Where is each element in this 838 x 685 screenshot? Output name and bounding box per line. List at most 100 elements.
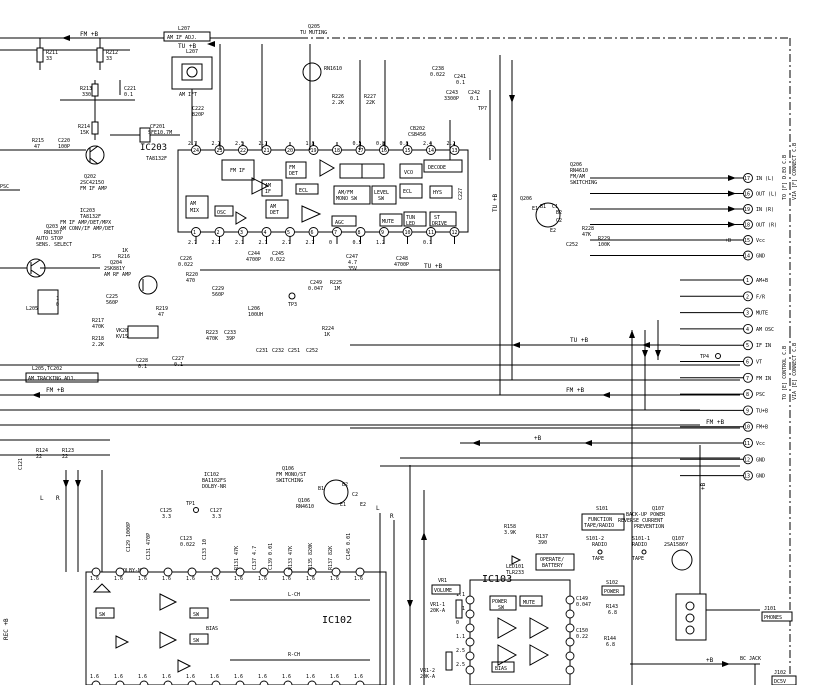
svg-text:35V: 35V <box>348 266 357 272</box>
svg-text:L: L <box>376 505 380 512</box>
svg-text:L207: L207 <box>186 49 198 55</box>
q203-transistor: Q203 RN1307 AUTO STOP SENS. SELECT PSC <box>0 184 100 278</box>
connector-e-pin-number: 4 <box>746 327 749 333</box>
cf201-label: CF201 <box>150 124 165 130</box>
connector-f-pin-name: IN (L) <box>756 176 774 182</box>
svg-text:SW: SW <box>378 196 385 202</box>
svg-text:R211: R211 <box>46 50 58 56</box>
connector-f-pin <box>743 235 753 245</box>
svg-text:HYS: HYS <box>433 190 442 196</box>
ic203-pin-number: 11 <box>428 230 434 236</box>
ic203-pin <box>214 227 225 237</box>
svg-text:R: R <box>56 495 60 502</box>
ic102-pin-voltage: 1.6 <box>90 674 99 680</box>
ic102-pin-voltage: 1.6 <box>138 674 147 680</box>
ic203-pin-number: 3 <box>240 230 243 236</box>
svg-text:R212: R212 <box>106 50 118 56</box>
svg-text:22K: 22K <box>366 100 375 106</box>
ic103-pin <box>465 623 475 633</box>
svg-text:C1: C1 <box>552 204 558 210</box>
svg-text:47: 47 <box>34 144 40 150</box>
svg-text:R225: R225 <box>330 280 342 286</box>
connector-e-pin-number: 5 <box>746 343 749 349</box>
connector-e-pin <box>743 372 753 383</box>
svg-text:IC102: IC102 <box>322 615 352 626</box>
ic102-pin-voltage: 1.6 <box>258 674 267 680</box>
ic203-block: IC203 TA8132F FM IF AM MIX OSC AM IF AM … <box>140 143 469 233</box>
svg-text:1M: 1M <box>334 286 340 292</box>
fm-b-rails: FM +B FM +B FM +B +B R124 22 R123 22 <box>0 364 740 467</box>
svg-text:LED: LED <box>406 221 415 227</box>
svg-text:C150: C150 <box>576 628 588 634</box>
ic102-pin-voltage: 1.6 <box>210 576 219 582</box>
am-if-adj-label: AM IF ADJ. <box>167 35 197 41</box>
svg-text:Q106: Q106 <box>298 498 310 504</box>
svg-text:OSC: OSC <box>217 210 226 216</box>
svg-text:TA8132F: TA8132F <box>80 214 101 220</box>
ic102-pin-voltage: 1.6 <box>186 674 195 680</box>
arrow-icon <box>728 221 736 228</box>
ic103-pins: 1.11.101.12.52.5 <box>456 592 575 675</box>
ic103-pin <box>465 609 475 619</box>
svg-text:470K: 470K <box>206 336 218 342</box>
svg-text:3.3: 3.3 <box>162 514 171 520</box>
ic102-pin <box>235 567 245 577</box>
svg-text:100P: 100P <box>58 144 70 150</box>
ic102-pin-voltage: 1.6 <box>114 674 123 680</box>
svg-text:20K-A: 20K-A <box>430 608 445 614</box>
ic103-pin <box>565 623 575 633</box>
ic102-pins: 1.61.61.61.61.61.61.61.61.61.61.61.61.61… <box>90 567 365 685</box>
connector-e-pin-name: IF IN <box>756 343 771 349</box>
q202-desc: FM IF AMP <box>80 186 107 192</box>
svg-text:SW: SW <box>498 605 505 611</box>
svg-text:L: L <box>40 495 44 502</box>
ic203-pin <box>238 227 248 237</box>
ic203-pin-voltage: 2.2 <box>447 141 456 147</box>
svg-text:AM: AM <box>190 201 196 207</box>
ic203-pin-voltage: 2.7 <box>282 240 291 246</box>
connector-e-pin-name: FM IN <box>756 376 771 382</box>
svg-text:S101-1: S101-1 <box>632 536 650 542</box>
svg-text:AM CONV/IF AMP/DET: AM CONV/IF AMP/DET <box>60 226 114 232</box>
svg-text:C238: C238 <box>432 66 444 72</box>
svg-text:C145 0.01: C145 0.01 <box>346 533 352 560</box>
svg-text:LED101: LED101 <box>506 564 524 570</box>
svg-text:470K: 470K <box>92 324 104 330</box>
ic203-pin-number: 12 <box>452 230 458 236</box>
svg-text:VR1-1: VR1-1 <box>430 602 445 608</box>
svg-text:FM +B: FM +B <box>566 387 584 394</box>
ic102-pin <box>139 680 149 685</box>
svg-text:AM: AM <box>270 204 276 210</box>
ic103-pin-voltage: 2.5 <box>456 662 465 668</box>
lr-labels: L R L R REC +B C121 <box>3 458 395 685</box>
svg-text:BATTERY: BATTERY <box>542 563 563 569</box>
arrow-icon <box>728 175 736 181</box>
ic102-pin-voltage: 1.6 <box>306 576 315 582</box>
ic203-pin <box>308 227 319 237</box>
ic103-pin <box>565 665 575 675</box>
svg-text:C252: C252 <box>566 242 578 248</box>
ic203-pin-number: 14 <box>428 148 434 154</box>
ic203-pin <box>238 145 248 155</box>
ic203-part: TA8132F <box>146 156 167 162</box>
svg-text:S101-2: S101-2 <box>586 536 604 542</box>
svg-text:OPERATE/: OPERATE/ <box>540 557 564 563</box>
svg-text:C232: C232 <box>272 348 284 354</box>
svg-text:0.022: 0.022 <box>270 257 285 263</box>
ic203-pin <box>332 227 342 237</box>
ic203-pin-voltage: 0.1 <box>423 240 432 246</box>
ic203-pin-number: 9 <box>381 230 384 236</box>
svg-text:AGC: AGC <box>335 220 344 226</box>
ic203-pin-voltage: 0.5 <box>353 240 362 246</box>
ic102-pin-voltage: 1.6 <box>234 674 243 680</box>
sfe-label: SFE10.7M <box>148 130 172 136</box>
ic203-pin-number: 10 <box>405 230 411 236</box>
svg-text:3.9K: 3.9K <box>504 530 516 536</box>
connector-e-pin-number: 6 <box>746 360 749 366</box>
ic102-pin-voltage: 1.6 <box>138 576 147 582</box>
connector-e-pin-number: 11 <box>744 441 750 447</box>
ic103-pin <box>465 637 475 647</box>
svg-text:C227: C227 <box>458 188 464 200</box>
connector-e-pin <box>743 307 753 318</box>
connector-f-pin <box>743 250 753 261</box>
